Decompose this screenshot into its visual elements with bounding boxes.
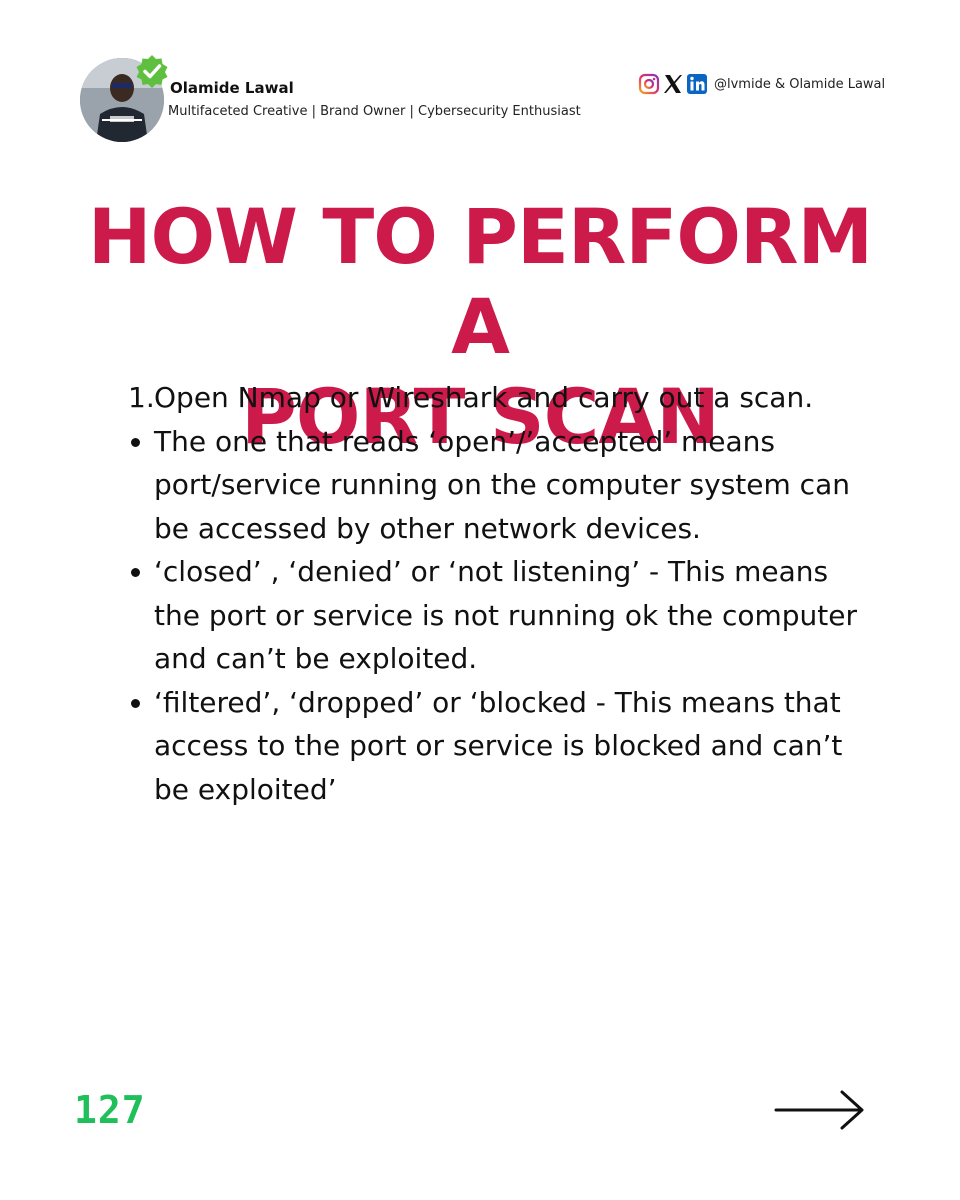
step-number: 1. xyxy=(128,381,155,414)
author-avatar-container xyxy=(80,55,168,142)
bullet-item: ‘closed’ , ‘denied’ or ‘not listening’ -… xyxy=(128,550,868,681)
title-line-2: PORT SCAN xyxy=(241,372,720,461)
social-handle[interactable]: @lvmide & Olamide Lawal xyxy=(714,76,886,92)
page-number: 127 xyxy=(74,1088,146,1132)
bullet-icon xyxy=(131,698,140,708)
linkedin-icon[interactable] xyxy=(686,73,708,95)
x-icon[interactable] xyxy=(662,73,684,95)
bullet-text: ‘closed’ , ‘denied’ or ‘not listening’ -… xyxy=(154,555,857,675)
author-bio: Multifaceted Creative | Brand Owner | Cy… xyxy=(168,104,581,119)
bullet-item: ‘filtered’, ‘dropped’ or ‘blocked - This… xyxy=(128,681,868,812)
author-name[interactable]: Olamide Lawal xyxy=(170,79,294,97)
bullet-text: The one that reads ‘open’/’accepted’ mea… xyxy=(154,424,850,545)
instagram-icon[interactable] xyxy=(638,73,660,95)
social-links: @lvmide & Olamide Lawal xyxy=(638,73,885,95)
step-item: 1. Open Nmap or Wireshark and carry out … xyxy=(128,376,868,420)
verified-badge-icon xyxy=(136,55,168,88)
instructions-list: 1. Open Nmap or Wireshark and carry out … xyxy=(128,376,868,811)
bullet-text: ‘filtered’, ‘dropped’ or ‘blocked - This… xyxy=(154,685,843,806)
step-text: Open Nmap or Wireshark and carry out a s… xyxy=(154,381,814,414)
page-title: HOW TO PERFORM A PORT SCAN xyxy=(60,192,900,462)
bullet-item: The one that reads ‘open’/’accepted’ mea… xyxy=(128,420,868,551)
title-line-1: HOW TO PERFORM A xyxy=(87,192,873,371)
next-arrow-icon[interactable] xyxy=(772,1088,868,1132)
post-header: Olamide Lawal Multifaceted Creative | Br… xyxy=(0,0,960,160)
bullet-icon xyxy=(131,437,140,447)
bullet-icon xyxy=(131,568,140,577)
